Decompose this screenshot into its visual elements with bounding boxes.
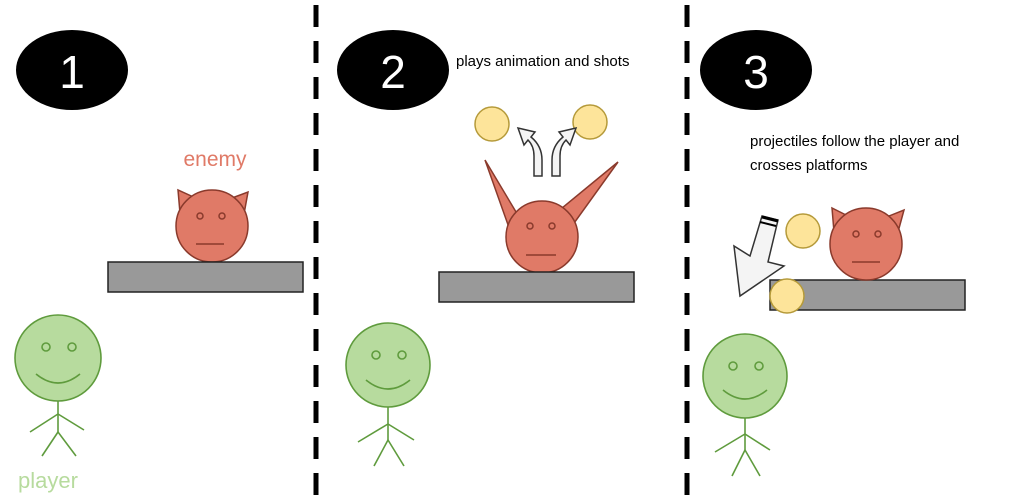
- enemy-head: [829, 207, 903, 281]
- down-arrow-icon: [733, 215, 786, 298]
- player: [14, 314, 102, 457]
- projectile: [785, 213, 821, 249]
- player-head: [14, 314, 102, 402]
- step-badge: 1: [16, 30, 128, 110]
- player-eye: [754, 361, 764, 371]
- step-caption: projectiles follow the player and crosse…: [750, 133, 963, 174]
- player-arm: [29, 413, 59, 433]
- caption-line: projectiles follow the player and: [750, 133, 959, 150]
- enemy-head: [175, 189, 249, 263]
- step-number: 2: [380, 46, 406, 98]
- player-eye: [371, 350, 381, 360]
- projectile: [769, 278, 805, 314]
- enemy-label: enemy: [183, 148, 247, 171]
- split-arrow-icon: [516, 126, 578, 177]
- player-arm: [57, 413, 85, 431]
- player-smile: [722, 389, 768, 400]
- enemy-eye: [548, 222, 556, 230]
- enemy-eye: [874, 230, 882, 238]
- player-arm: [357, 423, 389, 443]
- step-number: 3: [743, 46, 769, 98]
- projectile: [572, 104, 608, 140]
- enemy-eye: [852, 230, 860, 238]
- player-leg: [373, 439, 389, 467]
- player-smile: [35, 373, 81, 384]
- player-head: [702, 333, 788, 419]
- panel-3: 3 projectiles follow the player and cros…: [700, 30, 966, 477]
- player-arm: [387, 423, 415, 441]
- player-leg: [387, 439, 405, 467]
- player-label: player: [18, 468, 78, 493]
- platform: [107, 261, 304, 293]
- panel-2: 2 plays animation and shots: [337, 30, 635, 467]
- step-badge: 3: [700, 30, 812, 110]
- player-eye: [728, 361, 738, 371]
- enemy-head: [505, 200, 579, 274]
- enemy: [484, 159, 619, 274]
- enemy: [829, 206, 906, 281]
- player-eye: [397, 350, 407, 360]
- player-leg: [57, 431, 77, 457]
- player-smile: [365, 379, 411, 390]
- player-arm: [714, 433, 746, 453]
- enemy: [175, 188, 249, 263]
- player-leg: [731, 449, 746, 477]
- caption-line: crosses platforms: [750, 157, 868, 174]
- player: [345, 322, 431, 467]
- panel-1: 1 enemy player: [14, 30, 304, 493]
- platform: [438, 271, 635, 303]
- step-badge: 2: [337, 30, 449, 110]
- player-arm: [744, 433, 771, 451]
- step-number: 1: [59, 46, 85, 98]
- player-leg: [744, 449, 761, 477]
- player-leg: [41, 431, 59, 457]
- player: [702, 333, 788, 477]
- enemy-eye: [196, 212, 204, 220]
- player-head: [345, 322, 431, 408]
- player-eye: [41, 342, 51, 352]
- player-eye: [67, 342, 77, 352]
- projectile: [474, 106, 510, 142]
- enemy-eye: [526, 222, 534, 230]
- step-caption: plays animation and shots: [456, 53, 629, 70]
- enemy-eye: [218, 212, 226, 220]
